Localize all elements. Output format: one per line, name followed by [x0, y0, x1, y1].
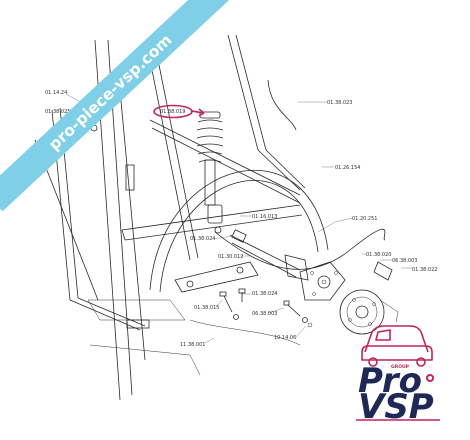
callout-10-14-06: 10.14.06: [274, 335, 296, 341]
callout-06-38-003-lower: 06.38.003: [252, 311, 277, 317]
callout-01-38-023: 01.38.023: [327, 100, 352, 106]
callout-01-38-019: 01.38.019: [160, 109, 185, 115]
highlight-marker: [153, 104, 205, 119]
callout-labels: 01.14.24 01.38.025 01.38.019 01.38.023 0…: [45, 90, 437, 348]
callout-01-38-015: 01.38.015: [194, 305, 219, 311]
brake-hub: [339, 289, 399, 335]
cable: [189, 228, 386, 346]
callout-01-20-251: 01.20.251: [352, 216, 377, 222]
callout-01-38-020: 01.38.020: [366, 252, 391, 258]
logo-dot-icon: [426, 374, 434, 382]
logo-vsp-text: VSP: [358, 387, 434, 427]
fasteners: [81, 79, 313, 328]
callout-01-38-024: 01.38.024: [190, 236, 215, 242]
callout-01-16-013: 01.16.013: [252, 214, 277, 220]
car-outline-icon: [361, 325, 433, 367]
callout-01-38-024-lower: 01.38.024: [252, 291, 277, 297]
logo-pro-text: Pro: [358, 361, 422, 401]
spindle-assembly: [174, 229, 393, 301]
website-banner: pro-piece-vsp.com: [0, 0, 237, 212]
callout-01-38-022: 01.38.022: [412, 267, 437, 273]
callout-06-38-003: 06.38.003: [392, 258, 417, 264]
chassis-frame: [34, 34, 306, 401]
callout-01-26-154: 01.26.154: [335, 165, 360, 171]
logo-group-text: GROUP: [391, 364, 410, 370]
callout-01-30-012: 01.30.012: [218, 254, 243, 260]
shock-absorber: [196, 111, 224, 234]
callout-01-14-24: 01.14.24: [45, 90, 67, 96]
provsp-logo: GROUP Pro VSP: [356, 325, 440, 427]
callout-01-38-025: 01.38.025: [45, 109, 70, 115]
tube-hoop: [149, 169, 329, 293]
callout-11-38-001: 11.38.001: [180, 342, 205, 348]
